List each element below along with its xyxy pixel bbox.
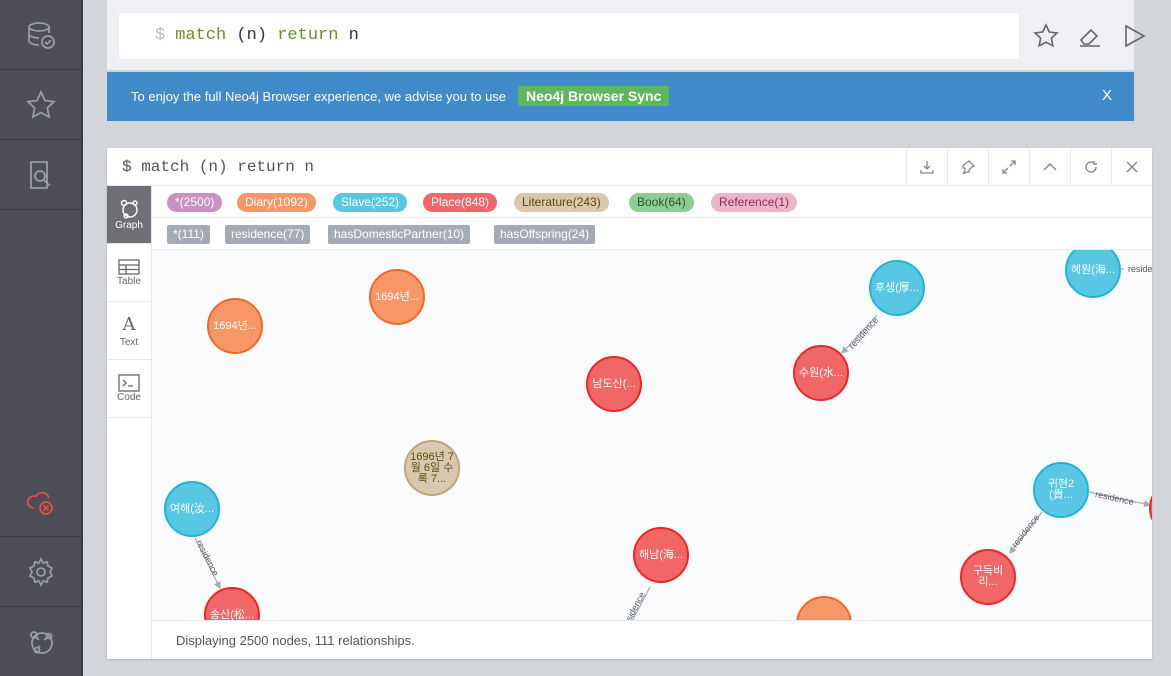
pin-button[interactable] xyxy=(947,148,988,186)
expand-icon xyxy=(1002,160,1016,174)
clear-query-button[interactable] xyxy=(1076,22,1104,50)
tab-code[interactable]: Code xyxy=(107,360,151,418)
graph-node-diary[interactable]: 1694년... xyxy=(369,269,425,325)
edge-residence[interactable] xyxy=(841,314,878,354)
edge-residence[interactable] xyxy=(1088,491,1152,508)
label-pill-reference[interactable]: Reference(1) xyxy=(711,193,798,212)
cloud-disconnected-icon xyxy=(26,491,53,515)
query-args: (n) xyxy=(226,26,278,45)
graph-node-place[interactable]: 구득비리... xyxy=(960,549,1016,605)
tab-table[interactable]: Table xyxy=(107,244,151,302)
graph-node-diary[interactable]: 1694년... xyxy=(207,298,263,354)
relationship-types-legend: *(111) residence(77) hasDomesticPartner(… xyxy=(152,218,1152,250)
edge-residence[interactable] xyxy=(630,586,651,620)
graph-node-slave[interactable]: 혜원(海... xyxy=(1065,250,1121,298)
tab-graph[interactable]: Graph xyxy=(107,186,151,244)
edge-residence[interactable] xyxy=(1009,511,1043,554)
play-icon xyxy=(1125,24,1146,48)
neo4j-logo-icon xyxy=(29,631,53,654)
eraser-icon xyxy=(1079,28,1100,47)
download-icon xyxy=(920,161,934,174)
gear-icon xyxy=(28,556,53,587)
frame-header: $ match (n) return n xyxy=(107,148,1152,186)
tab-graph-label: Graph xyxy=(115,220,143,231)
prompt-symbol: $ xyxy=(155,26,166,45)
keyword-match: match xyxy=(175,26,227,45)
status-bar: Displaying 2500 nodes, 111 relationships… xyxy=(152,620,1152,659)
tab-text[interactable]: A Text xyxy=(107,302,151,360)
close-frame-button[interactable] xyxy=(1111,148,1152,186)
fullscreen-button[interactable] xyxy=(988,148,1029,186)
rerun-button[interactable] xyxy=(1070,148,1111,186)
graph-node-slave[interactable]: 여해(汝... xyxy=(164,481,220,537)
database-icon xyxy=(27,21,55,49)
view-tabs: Graph Table A Text Code xyxy=(107,186,152,659)
browser-sync-link[interactable]: Neo4j Browser Sync xyxy=(518,86,670,106)
download-button[interactable] xyxy=(906,148,947,186)
graph-node-literature[interactable]: 1696년 7월 6일 수록 7... xyxy=(404,440,460,496)
tab-text-label: Text xyxy=(119,337,139,348)
graph-node-slave[interactable]: 후생(厚... xyxy=(869,260,925,316)
table-icon xyxy=(118,259,140,275)
pin-icon xyxy=(962,160,975,174)
tab-table-label: Table xyxy=(117,276,141,287)
text-icon: A xyxy=(122,314,136,335)
close-icon xyxy=(1126,161,1138,173)
database-button[interactable] xyxy=(0,0,81,70)
label-pill-diary[interactable]: Diary(1092) xyxy=(237,193,316,212)
collapse-button[interactable] xyxy=(1029,148,1070,186)
run-query-button[interactable] xyxy=(1120,22,1148,50)
favorites-button[interactable] xyxy=(0,70,81,140)
chevron-up-icon xyxy=(1043,162,1057,171)
result-frame: $ match (n) return n Graph Table A xyxy=(107,148,1152,659)
graph-node-slave[interactable]: 귀현2(貴... xyxy=(1033,462,1089,518)
edge-label: residence xyxy=(1128,264,1152,274)
query-var: n xyxy=(338,26,359,45)
frame-query[interactable]: $ match (n) return n xyxy=(122,158,315,176)
tab-code-label: Code xyxy=(117,392,141,403)
document-search-icon xyxy=(29,160,51,189)
sync-banner: To enjoy the full Neo4j Browser experien… xyxy=(107,72,1134,121)
label-pill-place[interactable]: Place(848) xyxy=(423,193,498,212)
graph-icon xyxy=(120,199,138,219)
connection-status-button[interactable] xyxy=(0,467,81,537)
query-input[interactable]: $ match (n) return n xyxy=(119,13,1019,59)
settings-button[interactable] xyxy=(0,537,81,607)
rel-pill-hasdomesticpartner[interactable]: hasDomesticPartner(10) xyxy=(328,225,471,244)
documents-button[interactable] xyxy=(0,140,81,210)
query-editor: $ match (n) return n xyxy=(107,0,1146,70)
graph-canvas[interactable]: residence residence residence residence … xyxy=(152,250,1152,620)
banner-close-button[interactable]: X xyxy=(1101,87,1112,104)
label-pill-slave[interactable]: Slave(252) xyxy=(333,193,408,212)
rel-pill-hasoffspring[interactable]: hasOffspring(24) xyxy=(494,225,596,244)
about-button[interactable] xyxy=(0,607,81,676)
code-icon xyxy=(118,374,140,392)
refresh-icon xyxy=(1085,161,1097,173)
graph-node-place[interactable]: 해남(海... xyxy=(633,527,689,583)
star-icon xyxy=(25,89,56,119)
star-outline-icon xyxy=(1033,23,1059,48)
node-labels-legend: *(2500) Diary(1092) Slave(252) Place(848… xyxy=(152,186,1152,218)
label-pill-book[interactable]: Book(64) xyxy=(629,193,694,212)
graph-node-place[interactable]: 수원(水... xyxy=(793,345,849,401)
favorite-query-button[interactable] xyxy=(1032,22,1060,50)
banner-text: To enjoy the full Neo4j Browser experien… xyxy=(131,89,507,104)
label-pill-literature[interactable]: Literature(243) xyxy=(514,193,609,212)
label-pill-all[interactable]: *(2500) xyxy=(167,193,223,212)
rel-pill-all[interactable]: *(111) xyxy=(167,225,210,244)
rel-pill-residence[interactable]: residence(77) xyxy=(225,225,311,244)
graph-node-place[interactable]: 남도산(... xyxy=(586,356,642,412)
left-nav xyxy=(0,0,83,676)
keyword-return: return xyxy=(277,26,339,45)
edge-residence[interactable] xyxy=(194,537,221,590)
